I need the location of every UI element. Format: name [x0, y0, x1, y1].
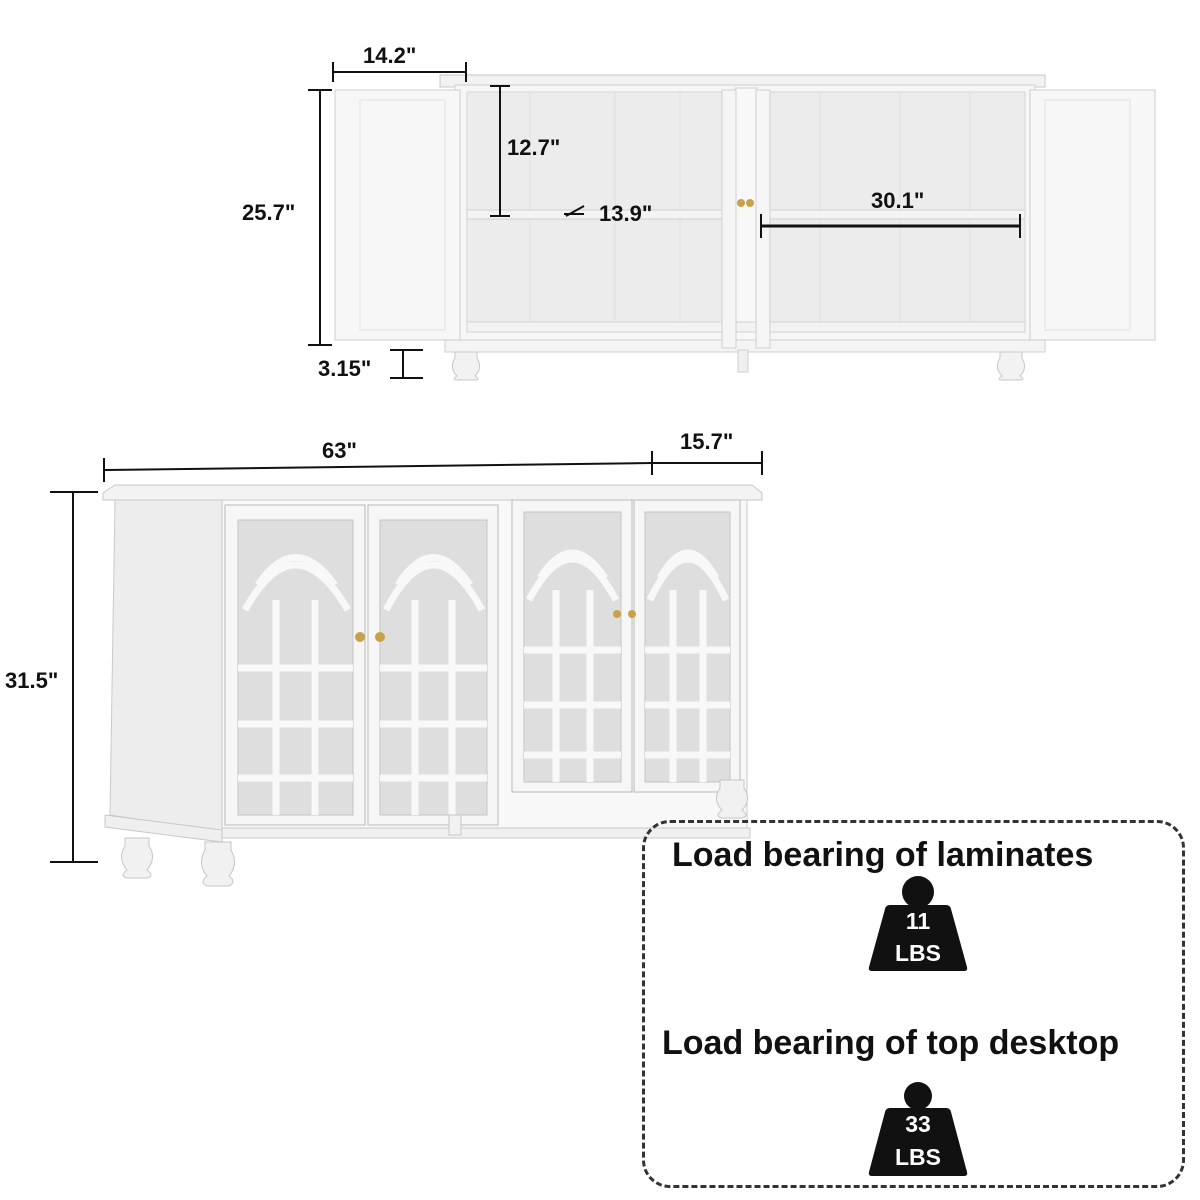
shelf-height-label: 12.7"	[507, 135, 561, 160]
top-weight-icon	[868, 1082, 968, 1176]
laminates-load-title: Load bearing of laminates	[672, 836, 1094, 874]
total-width-label: 63"	[322, 438, 357, 463]
top-weight-unit: LBS	[895, 1144, 941, 1170]
total-depth-label: 15.7"	[680, 429, 734, 454]
laminates-weight-icon	[868, 876, 968, 971]
shelf-width-label: 30.1"	[871, 188, 925, 213]
door-width-label: 14.2"	[363, 43, 417, 68]
laminates-weight-unit: LBS	[895, 940, 941, 966]
total-height-label: 31.5"	[5, 668, 59, 693]
top-load-title: Load bearing of top desktop	[662, 1024, 1120, 1062]
shelf-depth-label: 13.9"	[599, 201, 653, 226]
laminates-weight-value: 11	[905, 908, 931, 934]
load-bearing-panel	[642, 820, 1185, 1188]
inner-height-label: 25.7"	[242, 200, 296, 225]
top-weight-value: 33	[905, 1111, 931, 1137]
leg-height-label: 3.15"	[318, 356, 372, 381]
